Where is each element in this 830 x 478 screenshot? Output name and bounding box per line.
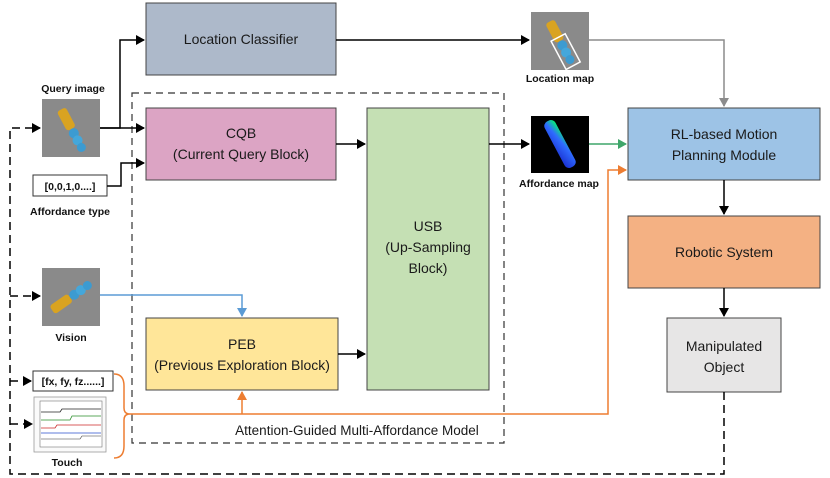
usb-subtitle-2: Block)	[409, 260, 448, 276]
cqb-title: CQB	[226, 125, 256, 141]
arrow-vision-to-peb	[100, 294, 247, 317]
touch-plot-image	[33, 396, 107, 453]
arrow-touch-to-rl	[130, 165, 627, 415]
location-classifier-label: Location Classifier	[184, 31, 299, 47]
affordance-type-label: Affordance type	[30, 206, 110, 218]
arrow-affordance-type-to-cqb	[107, 158, 145, 187]
query-image	[42, 99, 100, 157]
manipulated-object-block	[666, 317, 782, 393]
rl-planning-block	[627, 107, 821, 181]
model-region	[131, 92, 505, 444]
affordance-map-image	[531, 116, 589, 173]
peb-title: PEB	[228, 336, 256, 352]
rl-planning-title-1: RL-based Motion	[671, 126, 778, 142]
cqb-subtitle: (Current Query Block)	[173, 146, 309, 162]
usb-title: USB	[414, 218, 443, 234]
arrow-location-map-to-rl	[589, 39, 729, 107]
query-image-label: Query image	[41, 83, 105, 95]
manipulated-object-title-2: Object	[704, 359, 745, 375]
affordance-map-label: Affordance map	[519, 178, 599, 190]
rl-planning-title-2: Planning Module	[672, 147, 777, 163]
affordance-type-vector: [0,0,1,0....]	[45, 181, 96, 193]
feedback-loop-to-query	[9, 123, 725, 475]
robotic-system-label: Robotic System	[675, 244, 773, 260]
usb-subtitle-1: (Up-Sampling	[385, 239, 471, 255]
touch-bracket	[113, 373, 131, 459]
location-map-image	[531, 12, 589, 71]
vision-image	[42, 268, 100, 326]
location-classifier-block	[145, 2, 337, 76]
usb-block	[366, 107, 490, 391]
cqb-block	[145, 107, 337, 181]
manipulated-object-title-1: Manipulated	[686, 338, 762, 354]
touch-label: Touch	[52, 457, 83, 469]
model-name-label: Attention-Guided Multi-Affordance Model	[235, 423, 479, 438]
location-map-label: Location map	[526, 73, 594, 85]
arrow-query-to-location-classifier	[100, 35, 145, 129]
peb-block	[145, 317, 339, 391]
force-vector-box	[32, 370, 114, 392]
vision-label: Vision	[55, 332, 86, 344]
peb-subtitle: (Previous Exploration Block)	[154, 357, 330, 373]
force-vector-text: [fx, fy, fz......]	[42, 376, 105, 388]
